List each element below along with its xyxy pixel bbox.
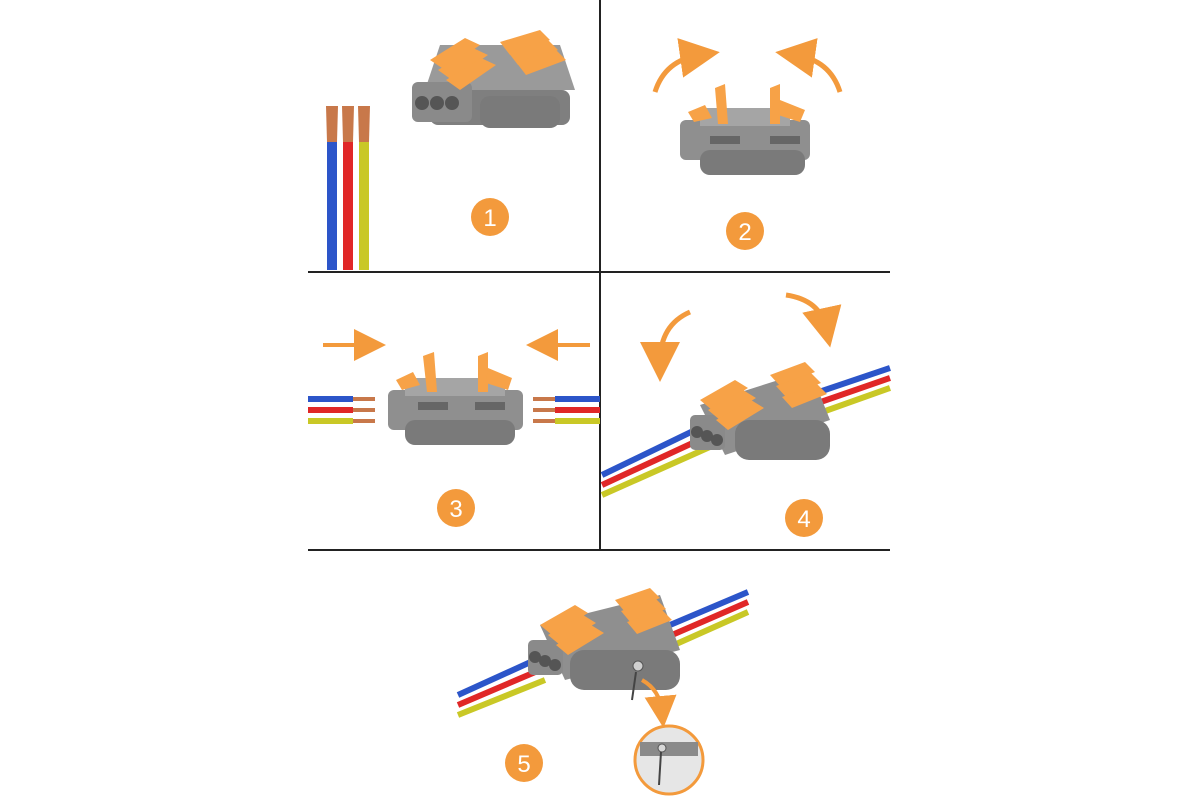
connector-open [680, 84, 810, 175]
connector-open-center [388, 352, 523, 445]
levers-up-3 [396, 352, 512, 392]
step-3-panel: 3 [308, 329, 600, 527]
levers-down-4 [700, 362, 827, 430]
svg-text:1: 1 [483, 205, 496, 232]
levers-down-5 [540, 588, 672, 655]
connector-closed-5 [528, 588, 680, 701]
step-5-panel: 5 [456, 588, 750, 796]
levers-down [430, 30, 566, 90]
close-arrow-left [640, 309, 692, 382]
wires-left [308, 396, 375, 424]
copper-strands [326, 106, 370, 142]
step-1-panel: 1 [326, 30, 575, 270]
step-5-badge: 5 [505, 744, 543, 782]
open-arrow-right [775, 38, 843, 93]
connector-closed-4 [690, 362, 830, 460]
svg-text:2: 2 [738, 219, 751, 246]
step-1-badge: 1 [471, 198, 509, 236]
levers-up [688, 84, 805, 124]
screw-icon [631, 660, 644, 701]
open-arrow-left [652, 38, 720, 93]
connector-closed [412, 30, 575, 128]
screw-arrow [640, 678, 677, 728]
screw-detail-inset [633, 724, 705, 796]
grid-dividers [308, 0, 890, 551]
step-2-badge: 2 [726, 212, 764, 250]
svg-text:4: 4 [797, 506, 810, 533]
step-2-panel: 2 [652, 38, 843, 250]
wires-right [533, 396, 600, 424]
svg-text:3: 3 [449, 496, 462, 523]
svg-text:5: 5 [517, 751, 530, 778]
wires-diagonal-5 [456, 589, 750, 718]
step-4-panel: 4 [600, 292, 892, 537]
step-4-badge: 4 [785, 499, 823, 537]
wires-vertical [326, 106, 370, 270]
step-3-badge: 3 [437, 489, 475, 527]
close-arrow-right [785, 292, 842, 348]
